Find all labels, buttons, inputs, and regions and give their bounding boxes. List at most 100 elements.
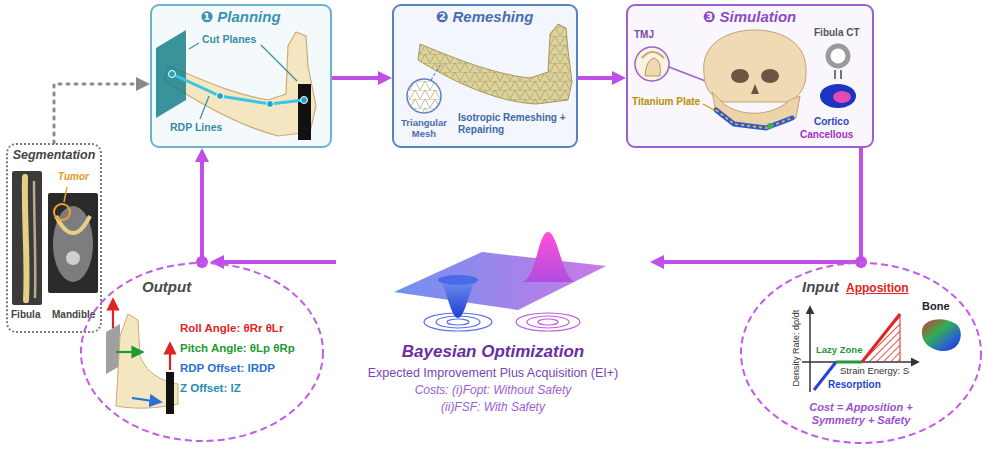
fibula-bone xyxy=(25,177,27,300)
panel-title: Output xyxy=(142,278,191,295)
fibula-ct-ring xyxy=(828,46,848,66)
ct-mandible xyxy=(56,216,90,233)
tissue-label: Cortico xyxy=(814,116,849,128)
part-label: Bone xyxy=(922,300,950,313)
eye-socket xyxy=(761,69,779,83)
step-title: ❸ Simulation xyxy=(628,8,871,25)
bone-model xyxy=(922,319,961,351)
tibia-bone xyxy=(34,181,35,298)
rdp-point xyxy=(217,93,224,100)
segmentation-panel: SegmentationTumorFibulaMandible xyxy=(6,143,102,333)
rdp-line xyxy=(172,74,304,104)
process-box: ❸ SimulationTMJFibula CTTitanium PlateCo… xyxy=(626,4,874,148)
nasal-cavity xyxy=(751,84,759,94)
parameter-label: Z Offset: lZ xyxy=(180,382,241,395)
cost-formula: Cost = Apposition + Symmetry + Safety xyxy=(791,401,931,426)
input-arrow xyxy=(54,84,140,143)
roll-arrow xyxy=(112,300,114,328)
method-label: Isotropic Remeshing + Repairing xyxy=(458,112,572,135)
equivalence-mark xyxy=(834,70,836,79)
lazy-zone-curve xyxy=(836,361,862,364)
cut-plane xyxy=(156,30,186,118)
cost-label: Costs: (i)Fopt: Without Safety xyxy=(336,384,650,398)
image-label: Fibula xyxy=(11,309,40,321)
leader-line xyxy=(431,64,441,80)
marker-dot xyxy=(767,123,773,129)
inset-label: TMJ xyxy=(634,29,654,41)
panel-ground xyxy=(393,5,577,147)
axis-label: Density Rate: dρ/dt xyxy=(791,310,801,387)
part-label: Cut Planes xyxy=(202,33,256,45)
flow-arrow xyxy=(332,76,382,80)
parameter-label: RDP Offset: lRDP xyxy=(180,362,275,375)
optimizer-node: Bayesian OptimizationExpected Improvemen… xyxy=(336,200,650,426)
apposition-curve xyxy=(862,314,900,362)
panel-ground xyxy=(627,5,873,147)
eye-socket xyxy=(731,69,749,83)
leader-line xyxy=(261,45,297,81)
rdp-point xyxy=(267,101,274,108)
jaw xyxy=(712,92,800,127)
step-title: ❶ Planning xyxy=(152,8,329,25)
ct-neck xyxy=(53,206,93,282)
flow-arrow xyxy=(660,260,861,264)
ct-slice xyxy=(48,193,98,293)
leader-line xyxy=(669,67,708,82)
leader-line xyxy=(703,104,716,111)
mesh-inset-grid xyxy=(407,79,441,113)
contour xyxy=(516,313,580,331)
surface-dip xyxy=(438,275,478,285)
flow-arrow xyxy=(200,158,204,262)
inset-label: Triangular Mesh xyxy=(394,118,454,140)
offset-arrow xyxy=(132,398,160,402)
zone-label: Lazy Zone xyxy=(816,345,862,356)
output-ellipse: OutputRoll Angle: θRr θLrPitch Angle: θL… xyxy=(80,262,324,442)
skull xyxy=(704,30,806,102)
parameter-label: Roll Angle: θRr θLr xyxy=(180,322,283,335)
mandible-model xyxy=(164,32,316,136)
contour xyxy=(527,316,569,328)
cancellous-bone xyxy=(833,91,851,103)
zone-label: Apposition xyxy=(846,282,909,296)
cut-plane xyxy=(298,84,311,140)
roll-arrow xyxy=(169,344,171,370)
method-label: Expected Improvement Plus Acquisition (E… xyxy=(336,366,650,380)
tumor-ring xyxy=(54,204,70,220)
equivalence-mark xyxy=(840,70,842,79)
panel-title: Input xyxy=(802,278,839,295)
cost-label: (ii)FSF: With Safety xyxy=(336,401,650,415)
surface-peak xyxy=(522,232,576,282)
fibula-graft xyxy=(716,110,792,128)
tmj-fossa xyxy=(642,52,664,58)
ct-spine xyxy=(66,251,80,265)
process-box: ❶ PlanningCut PlanesRDP Lines xyxy=(150,4,332,148)
apposition-area xyxy=(862,314,900,362)
apposition-edge xyxy=(900,314,901,362)
fibula-scan xyxy=(12,171,42,305)
node-title: Bayesian Optimization xyxy=(336,342,650,362)
rdp-point xyxy=(301,97,308,104)
parameter-label: Pitch Angle: θLp θRp xyxy=(180,342,295,355)
rdp-point xyxy=(169,71,176,78)
leader-line xyxy=(64,187,67,202)
ellipse-outline xyxy=(741,263,981,443)
cortical-bone xyxy=(820,84,856,108)
surface-plane xyxy=(394,252,606,310)
tumor-label: Tumor xyxy=(58,171,89,183)
titanium-plate xyxy=(716,110,792,128)
tmj-condyle xyxy=(645,58,660,76)
axis xyxy=(809,307,811,392)
contour xyxy=(447,319,469,325)
panel-title: Segmentation xyxy=(8,148,100,162)
axis-label: Strain Energy: S xyxy=(840,366,909,377)
ellipse-outline xyxy=(81,263,323,441)
flow-arrow xyxy=(578,76,616,80)
pitch-arrow xyxy=(116,351,142,353)
surface-dip xyxy=(438,280,478,318)
part-label: Fibula CT xyxy=(814,27,860,39)
contour xyxy=(538,319,558,325)
flow-arrow xyxy=(220,260,336,264)
tmj-inset xyxy=(635,47,669,81)
process-box: ❷ RemeshingTriangular MeshIsotropic Reme… xyxy=(392,4,578,148)
axis xyxy=(802,361,918,363)
